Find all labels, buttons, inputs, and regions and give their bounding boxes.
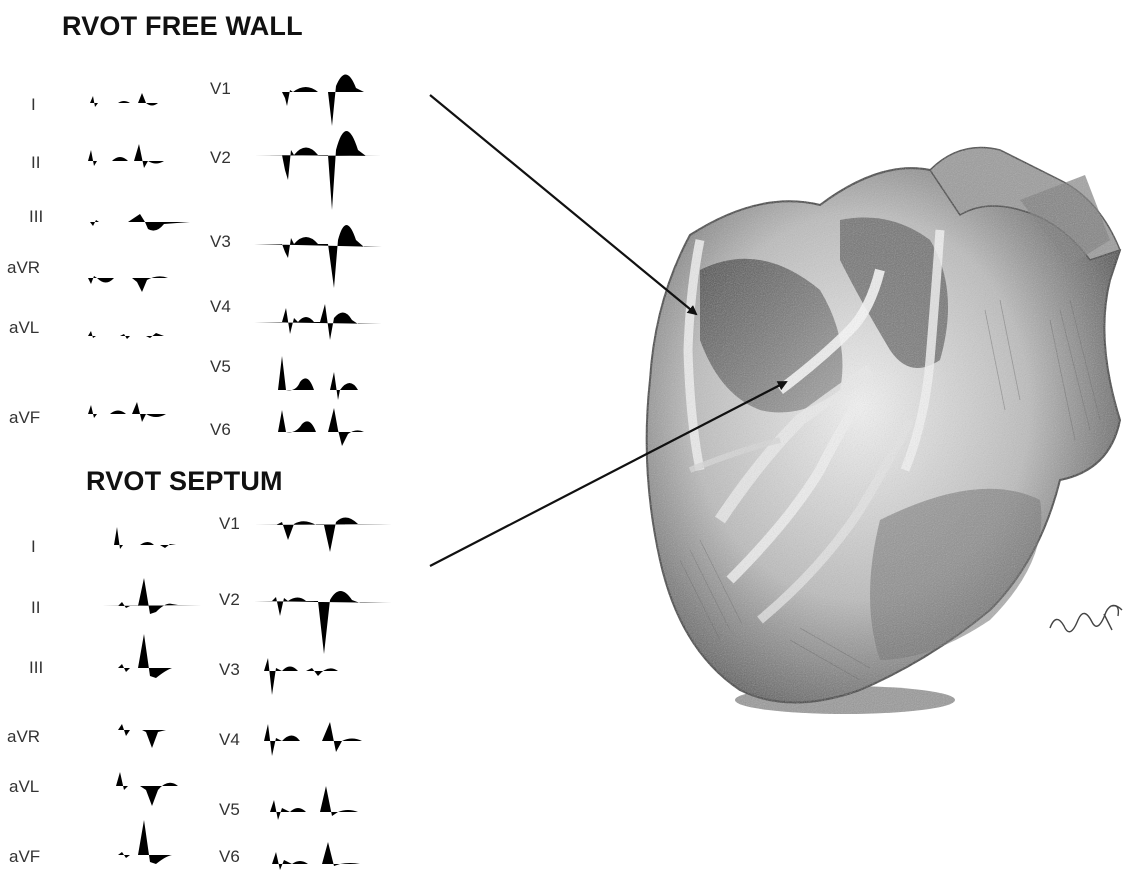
lead-label-septum-III: III <box>29 658 43 678</box>
lead-label-free-V6: V6 <box>210 420 231 440</box>
ecg-trace-septum-V4 <box>252 722 392 756</box>
ecg-trace-free-III <box>62 214 190 231</box>
ecg-trace-septum-V6 <box>252 842 392 870</box>
artist-signature <box>1050 605 1122 631</box>
ecg-trace-free-aVR <box>62 276 190 292</box>
ecg-trace-septum-aVL <box>102 772 202 806</box>
lead-label-free-III: III <box>29 207 43 227</box>
ecg-trace-free-II <box>62 144 188 168</box>
lead-label-septum-II: II <box>31 598 40 618</box>
lead-label-septum-V3: V3 <box>219 660 240 680</box>
ecg-trace-septum-I <box>102 527 202 549</box>
lead-label-free-V1: V1 <box>210 79 231 99</box>
lead-label-free-V4: V4 <box>210 297 231 317</box>
ecg-trace-free-V1 <box>254 74 382 126</box>
lead-label-septum-I: I <box>31 537 36 557</box>
ecg-trace-free-aVF <box>64 402 190 422</box>
ecg-trace-septum-V1 <box>252 517 392 552</box>
section-title-rvot-free-wall: RVOT FREE WALL <box>62 11 303 42</box>
lead-label-free-II: II <box>31 153 40 173</box>
lead-label-septum-aVL: aVL <box>9 777 39 797</box>
lead-label-septum-V4: V4 <box>219 730 240 750</box>
ecg-trace-free-V4 <box>254 304 382 340</box>
lead-label-free-aVF: aVF <box>9 408 40 428</box>
lead-label-free-aVR: aVR <box>7 258 40 278</box>
lead-label-free-I: I <box>31 95 36 115</box>
lead-label-septum-aVF: aVF <box>9 847 40 867</box>
lead-label-septum-aVR: aVR <box>7 727 40 747</box>
ecg-trace-free-V5 <box>254 356 382 400</box>
lead-label-septum-V6: V6 <box>219 847 240 867</box>
lead-label-free-V3: V3 <box>210 232 231 252</box>
ecg-trace-septum-III <box>102 634 202 678</box>
ecg-trace-septum-aVF <box>104 820 202 864</box>
ecg-trace-free-V2 <box>254 131 382 210</box>
section-title-rvot-septum: RVOT SEPTUM <box>86 466 283 497</box>
ecg-trace-septum-V3 <box>252 658 392 695</box>
ecg-trace-septum-V2 <box>252 591 392 654</box>
lead-label-septum-V5: V5 <box>219 800 240 820</box>
lead-label-septum-V2: V2 <box>219 590 240 610</box>
ecg-trace-free-V6 <box>254 408 382 446</box>
arrow-free-wall <box>430 95 696 314</box>
ecg-trace-septum-II <box>102 578 202 614</box>
lead-label-free-aVL: aVL <box>9 318 39 338</box>
lead-label-free-V5: V5 <box>210 357 231 377</box>
lead-label-free-V2: V2 <box>210 148 231 168</box>
ecg-trace-free-I <box>62 93 188 107</box>
ecg-trace-septum-V5 <box>252 786 392 820</box>
ecg-trace-free-V3 <box>254 225 382 288</box>
arrow-septum <box>430 382 786 566</box>
lead-label-septum-V1: V1 <box>219 514 240 534</box>
heart-illustration <box>647 148 1120 715</box>
ecg-trace-free-aVL <box>62 331 190 339</box>
ecg-trace-septum-aVR <box>102 724 202 748</box>
